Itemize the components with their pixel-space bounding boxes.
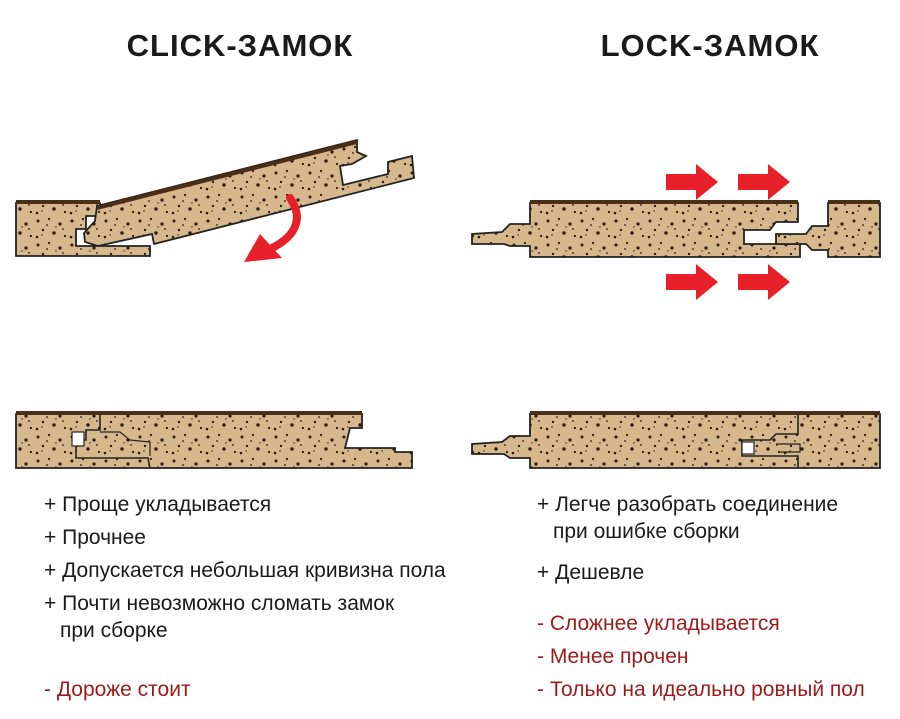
curved-arrow-icon — [244, 194, 301, 262]
click-pro-item: + Прочнее — [44, 526, 146, 549]
right-arrow-icon — [666, 164, 718, 200]
click-pros-list: + Проще укладывается + Прочнее + Допуска… — [44, 491, 446, 650]
click-pro-item-continuation: при сборке — [60, 619, 168, 642]
lock-assembled-boards — [471, 411, 881, 469]
click-pro-item: + Допускается небольшая кривизна пола — [44, 559, 446, 582]
click-cons-list: - Дороже стоит — [44, 676, 191, 709]
click-assembled-boards — [15, 411, 413, 469]
lock-pro-item: + Дешевле — [537, 561, 645, 584]
lock-con-item: - Менее прочен — [537, 645, 689, 668]
click-top-tilted-board — [83, 138, 415, 247]
lock-con-item: - Только на идеально ровный пол — [537, 678, 865, 701]
lock-pros-list: + Легче разобрать соединение при ошибке … — [537, 491, 838, 592]
click-con-item: - Дороже стоит — [44, 678, 191, 701]
lock-top-right-board — [775, 200, 881, 258]
click-pro-item: + Почти невозможно сломать замок — [44, 592, 395, 615]
click-pro-item: + Проще укладывается — [44, 493, 272, 516]
lock-cons-list: - Сложнее укладывается - Менее прочен - … — [537, 610, 865, 709]
lock-pro-item-continuation: при ошибке сборки — [553, 520, 740, 543]
lock-con-item: - Сложнее укладывается — [537, 612, 780, 635]
lock-lock-title: LOCK-ЗАМОК — [600, 28, 820, 63]
right-arrow-icon — [738, 164, 790, 200]
lock-top-left-board — [471, 200, 801, 258]
lock-pro-item: + Легче разобрать соединение — [537, 493, 839, 516]
right-arrow-icon — [666, 264, 718, 300]
right-arrow-icon — [738, 264, 790, 300]
click-lock-title: CLICK-ЗАМОК — [126, 28, 354, 63]
